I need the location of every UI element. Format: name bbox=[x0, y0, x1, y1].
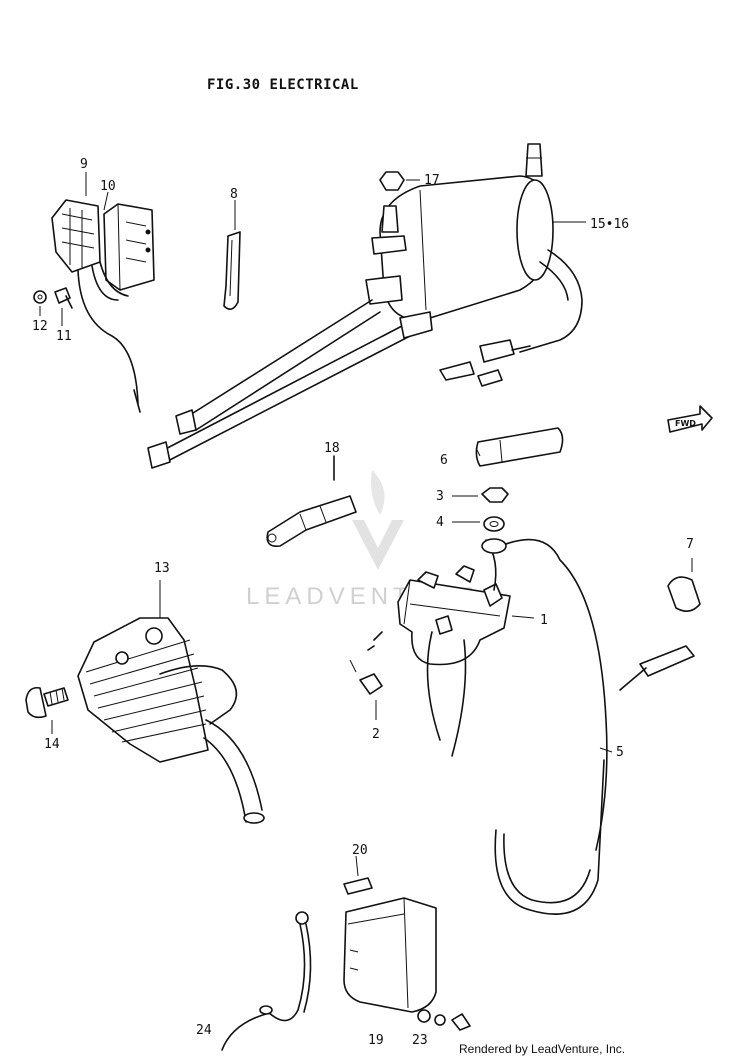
callout-10: 10 bbox=[100, 179, 116, 194]
figure-title: FIG.30 ELECTRICAL bbox=[207, 77, 359, 93]
fuse-part-20 bbox=[343, 855, 373, 895]
callout-12: 12 bbox=[32, 319, 48, 334]
starter-relay-part-1 bbox=[349, 538, 608, 851]
callout-8: 8 bbox=[230, 187, 238, 202]
battery-cable-part-5 bbox=[494, 759, 605, 915]
callout-9: 9 bbox=[80, 157, 88, 172]
terminal-cap-part-7 bbox=[667, 558, 701, 612]
callout-11: 11 bbox=[56, 329, 72, 344]
ignition-coil-part-15-16 bbox=[379, 143, 583, 387]
callout-13: 13 bbox=[154, 561, 170, 576]
regulator-rectifier-part-13 bbox=[77, 580, 265, 824]
washer-part-12 bbox=[33, 290, 47, 304]
cdi-unit-part-19 bbox=[343, 897, 437, 1013]
callout-2: 2 bbox=[372, 727, 380, 742]
fwd-label: FWD bbox=[675, 419, 696, 428]
connector-block-part-10 bbox=[103, 203, 155, 291]
callout-15-16: 15•16 bbox=[590, 217, 629, 232]
callout-14: 14 bbox=[44, 737, 60, 752]
callout-17: 17 bbox=[424, 173, 440, 188]
callout-6: 6 bbox=[440, 453, 448, 468]
leader-lines bbox=[39, 172, 613, 753]
callout-19: 19 bbox=[368, 1033, 384, 1048]
callout-1: 1 bbox=[540, 613, 548, 628]
screw-part-21 bbox=[451, 1013, 471, 1031]
ignition-coil-terminal-stud bbox=[365, 205, 407, 305]
washer-part-23 bbox=[417, 1009, 431, 1023]
nut-part-3 bbox=[481, 487, 509, 503]
screw-part-11 bbox=[54, 287, 73, 309]
callout-4: 4 bbox=[436, 515, 444, 530]
callout-18: 18 bbox=[324, 441, 340, 456]
callout-23: 23 bbox=[412, 1033, 428, 1048]
callout-20: 20 bbox=[352, 843, 368, 858]
washer-part-4 bbox=[483, 516, 505, 532]
ground-lead-part-24 bbox=[221, 911, 312, 1051]
callouts: 9 10 12 11 8 17 15•16 18 6 3 4 7 1 2 5 1… bbox=[32, 157, 694, 1048]
screw-part-14 bbox=[25, 686, 69, 734]
coil-cap-part-17 bbox=[379, 171, 405, 191]
fuse-wiring bbox=[77, 261, 141, 413]
lead-terminal-right bbox=[619, 645, 695, 691]
fuse-holder-part-9 bbox=[51, 199, 101, 273]
callout-24: 24 bbox=[196, 1023, 212, 1038]
terminal-cover-part-6 bbox=[475, 427, 564, 467]
callout-5: 5 bbox=[616, 745, 624, 760]
callout-7: 7 bbox=[686, 537, 694, 552]
high-tension-leads bbox=[147, 299, 433, 469]
terminal-lead-part-18 bbox=[266, 455, 357, 548]
bolt-part-2 bbox=[359, 673, 383, 720]
fwd-arrow-icon: FWD bbox=[667, 405, 713, 433]
bracket-part-8 bbox=[223, 200, 241, 310]
washer-part-22 bbox=[434, 1014, 446, 1026]
render-credit: Rendered by LeadVenture, Inc. bbox=[459, 1042, 626, 1056]
callout-3: 3 bbox=[436, 489, 444, 504]
